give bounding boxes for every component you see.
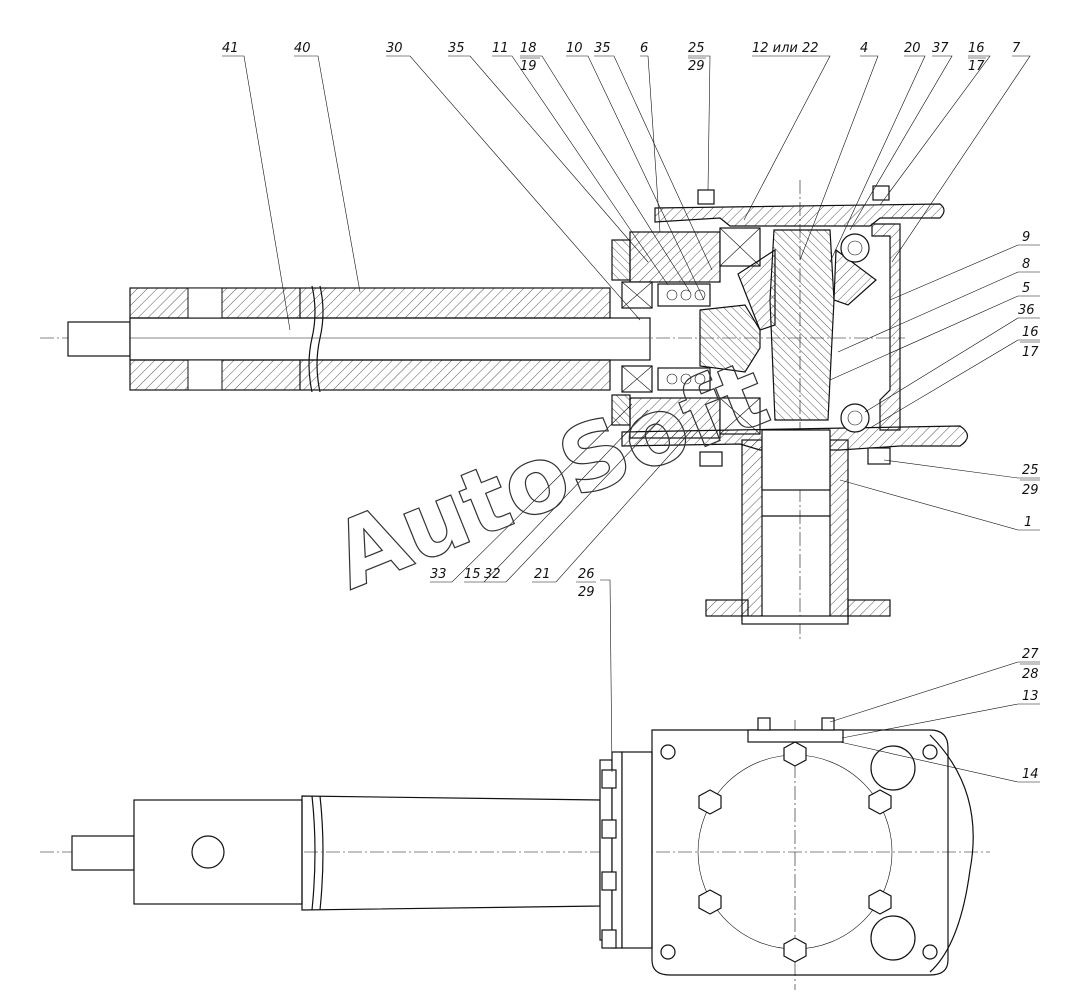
callout-6: 6 — [640, 41, 648, 56]
callout-29-bottom: 29 — [578, 585, 595, 600]
callout-13: 13 — [1022, 689, 1039, 704]
housing-plan — [651, 729, 949, 976]
callout-underlines — [520, 57, 1040, 665]
callout-25-right: 25 — [1022, 463, 1039, 478]
plate-13 — [747, 729, 844, 743]
tube-left — [133, 799, 303, 905]
callout-4: 4 — [860, 41, 868, 56]
cover-12-22 — [654, 185, 945, 227]
callout-37: 37 — [932, 41, 949, 56]
callout-35: 35 — [448, 41, 465, 56]
bearing-housing — [611, 227, 761, 439]
callout-16-right: 16 — [1022, 325, 1039, 340]
callouts: 41 40 30 35 11 18 19 10 35 6 25 29 12 ил… — [222, 41, 1039, 782]
callout-40: 40 — [294, 41, 311, 56]
callout-20: 20 — [904, 41, 921, 56]
callout-17-top: 17 — [968, 59, 985, 74]
callout-12-or-22: 12 или 22 — [752, 41, 819, 56]
plan-view — [40, 717, 990, 990]
callout-36: 36 — [1018, 303, 1035, 318]
callout-29-right: 29 — [1022, 483, 1039, 498]
shaft-41 — [67, 317, 651, 361]
callout-25-top: 25 — [688, 41, 705, 56]
plug-lower — [870, 915, 916, 961]
housing-bolts — [698, 741, 892, 963]
callout-41: 41 — [222, 41, 239, 56]
callout-16-top: 16 — [968, 41, 985, 56]
callout-27: 27 — [1022, 647, 1039, 662]
callout-18: 18 — [520, 41, 537, 56]
callout-15: 15 — [464, 567, 481, 582]
callout-17-right: 17 — [1022, 345, 1039, 360]
tube-hole — [191, 835, 225, 869]
callout-21: 21 — [534, 567, 551, 582]
callout-10: 10 — [566, 41, 583, 56]
section-view — [40, 180, 969, 640]
callout-5: 5 — [1022, 281, 1030, 296]
callout-26: 26 — [578, 567, 595, 582]
tube-40 — [129, 285, 611, 393]
shaft-end — [71, 835, 135, 871]
vertical-shaft-4 — [737, 229, 877, 433]
plug-upper — [870, 745, 916, 791]
tube-right — [301, 795, 601, 911]
callout-30: 30 — [386, 41, 403, 56]
callout-29-top: 29 — [688, 59, 705, 74]
callout-11: 11 — [492, 41, 509, 56]
callout-19: 19 — [520, 59, 537, 74]
column-1 — [705, 429, 891, 625]
callout-7: 7 — [1012, 41, 1021, 56]
callout-28: 28 — [1022, 667, 1039, 682]
callout-14: 14 — [1022, 767, 1039, 782]
callout-9: 9 — [1022, 230, 1030, 245]
callout-35b: 35 — [594, 41, 611, 56]
callout-8: 8 — [1022, 257, 1030, 272]
callout-1: 1 — [1024, 515, 1032, 530]
callout-32: 32 — [484, 567, 501, 582]
flange-bolts — [601, 769, 617, 949]
callout-33: 33 — [430, 567, 447, 582]
leader-lines — [222, 55, 1040, 783]
